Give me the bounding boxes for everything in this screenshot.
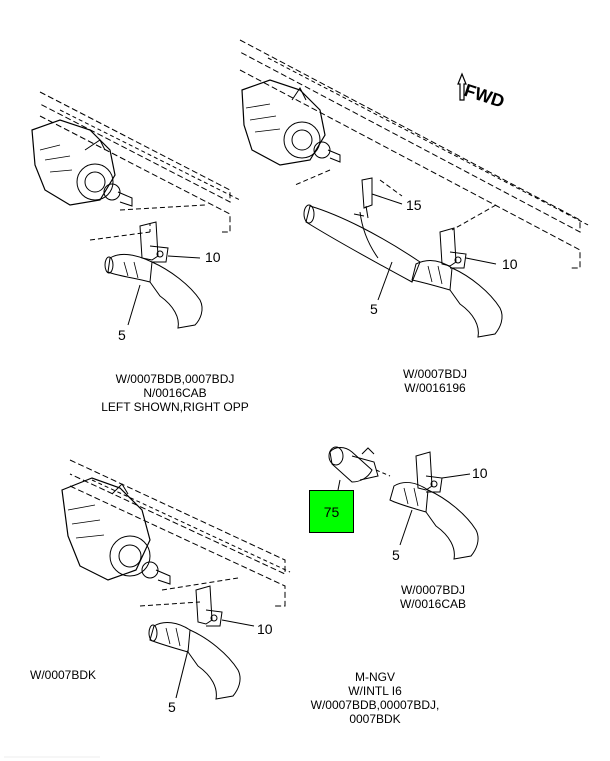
caption-line: W/0016CAB: [399, 597, 467, 611]
caption-line: LEFT SHOWN,RIGHT OPP: [101, 400, 249, 414]
caption-line: W/INTL I6: [348, 684, 402, 698]
view-top-right: [239, 39, 591, 338]
caption-line: M-NGV: [355, 670, 395, 684]
caption-top-right: W/0007BDJ W/0016196: [380, 367, 490, 395]
caption-line: N/0016CAB: [143, 386, 207, 400]
view-top-left: [31, 91, 241, 329]
caption-line: W/0007BDB,00007BDJ,: [310, 698, 440, 712]
callout-15: 15: [406, 197, 422, 213]
callout-10: 10: [205, 249, 221, 265]
caption-line: W/0016196: [404, 381, 466, 395]
callout-5: 5: [118, 327, 126, 343]
caption-line: W/0007BDJ: [400, 583, 466, 597]
view-bottom-left: [61, 459, 291, 700]
callout-10: 10: [257, 621, 273, 637]
callout-5: 5: [370, 301, 378, 317]
callout-10: 10: [472, 465, 488, 481]
caption-line: W/0007BDB,0007BDJ: [115, 372, 235, 386]
callout-5: 5: [168, 699, 176, 715]
caption-line: W/0007BDK: [30, 668, 97, 682]
caption-mid-right: W/0007BDJ W/0016CAB: [378, 583, 488, 611]
caption-top-left: W/0007BDB,0007BDJ N/0016CAB LEFT SHOWN,R…: [85, 372, 265, 414]
fwd-arrow: [457, 72, 467, 101]
caption-line: W/0007BDJ: [402, 367, 468, 381]
caption-line: 0007BDK: [349, 712, 401, 726]
view-mid-right: [328, 446, 479, 560]
caption-bottom-left: W/0007BDK: [30, 668, 110, 682]
caption-bottom-right: M-NGV W/INTL I6 W/0007BDB,00007BDJ, 0007…: [300, 670, 450, 726]
callout-10: 10: [502, 256, 518, 272]
callout-5: 5: [392, 547, 400, 563]
callout-75-highlight[interactable]: 75: [309, 490, 354, 533]
